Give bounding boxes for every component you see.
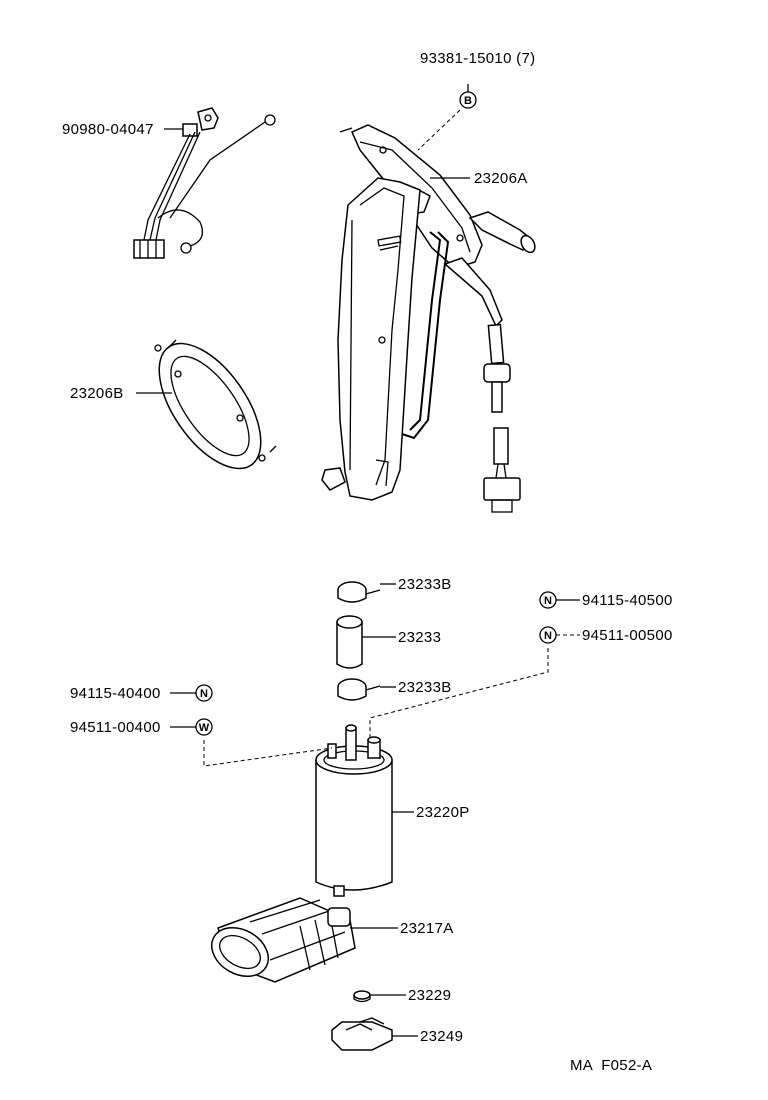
label-washer-left: 94511-00400 [70, 719, 161, 736]
label-nut-left: 94115-40400 [70, 685, 161, 702]
fuel-filter [211, 897, 356, 983]
dashed-connectors [203, 109, 549, 767]
svg-text:N: N [544, 595, 552, 607]
label-gasket: 23206B [70, 385, 124, 402]
leader-lines [136, 84, 580, 1037]
label-damper: 23249 [420, 1028, 463, 1045]
label-washer-right: 94511-00500 [582, 627, 673, 644]
gasket [154, 339, 277, 470]
symbol-n-left-icon: N [195, 684, 213, 702]
symbol-n-right-icon: N [539, 591, 557, 609]
clamp-upper [337, 581, 381, 603]
wire-harness [133, 107, 276, 259]
label-hose: 23233 [398, 629, 441, 646]
label-cushion: 23229 [408, 987, 451, 1004]
symbol-w-left-icon: W [195, 718, 213, 736]
cushion [353, 990, 371, 1003]
label-clamp-upper: 23233B [398, 576, 452, 593]
damper [331, 1017, 393, 1051]
label-clamp-lower: 23233B [398, 679, 452, 696]
svg-text:N: N [544, 630, 552, 642]
clamp-lower [337, 678, 381, 701]
svg-text:B: B [464, 95, 472, 107]
symbol-b-icon: B [459, 91, 477, 109]
label-fuel-pump: 23220P [416, 804, 470, 821]
label-screw-b: 93381-15010 (7) [420, 50, 535, 67]
sender-gauge-assembly [321, 124, 536, 513]
label-wire-harness: 90980-04047 [62, 121, 154, 138]
fuel-pump [315, 724, 393, 897]
figure-code: MA F052-A [570, 1057, 652, 1074]
label-filter: 23217A [400, 920, 454, 937]
label-sender-gauge: 23206A [474, 170, 528, 187]
hose [336, 615, 363, 669]
svg-text:N: N [200, 688, 208, 700]
svg-text:W: W [199, 722, 210, 734]
label-nut-right: 94115-40500 [582, 592, 673, 609]
symbol-n-right2-icon: N [539, 626, 557, 644]
